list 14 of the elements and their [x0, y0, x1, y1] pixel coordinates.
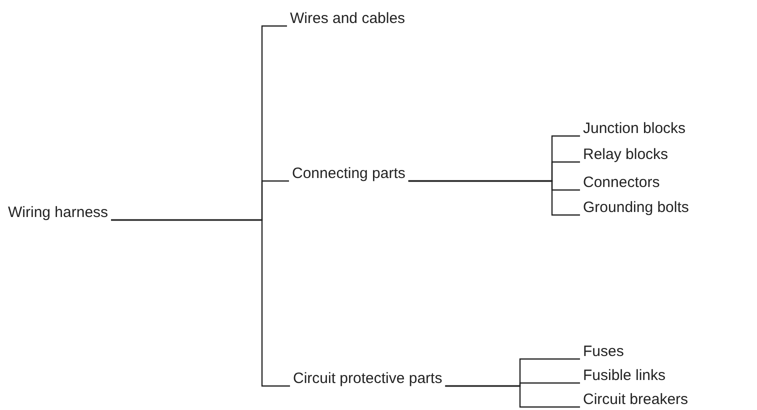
node-label: Junction blocks [583, 120, 686, 137]
node-label: Wiring harness [8, 204, 108, 221]
node-label: Fuses [583, 343, 624, 360]
node-label: Grounding bolts [583, 199, 689, 216]
node-label: Relay blocks [583, 146, 668, 163]
node-label: Connecting parts [292, 165, 406, 182]
connector-line [111, 219, 290, 387]
node-label: Wires and cables [290, 10, 406, 27]
node-label: Circuit protective parts [293, 370, 442, 387]
connector-line [408, 180, 580, 216]
connector-line [445, 385, 580, 408]
node-label: Circuit breakers [583, 391, 688, 408]
node-label: Connectors [583, 174, 660, 191]
node-label: Fusible links [583, 367, 666, 384]
